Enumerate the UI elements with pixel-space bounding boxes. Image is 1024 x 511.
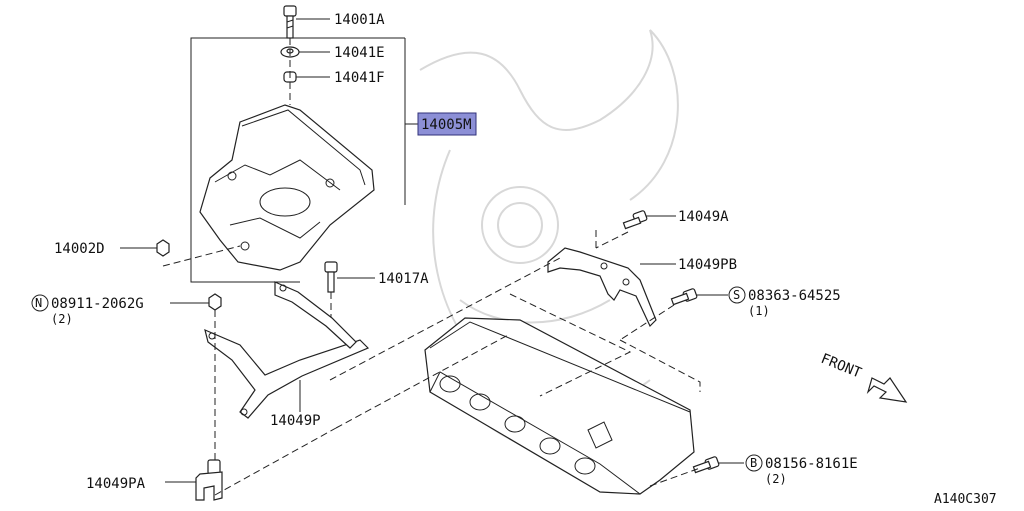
label-14005M-highlight[interactable]: 14005M [417,112,477,136]
label-14002D[interactable]: 14002D [54,241,105,257]
label-08911-2062G-group[interactable]: N 08911-2062G (2) [31,294,144,326]
label-14049PA[interactable]: 14049PA [86,476,146,492]
cylinder-head[interactable] [424,317,695,495]
bolt-08156-8161E[interactable] [692,456,720,474]
assembly-dashed-outline [329,230,701,487]
label-08363-64525[interactable]: 08363-64525 [748,288,841,304]
label-14001A[interactable]: 14001A [334,12,385,28]
diagram-code: A140C307 [934,492,997,507]
label-14041F[interactable]: 14041F [334,70,385,86]
label-14049A[interactable]: 14049A [678,209,729,225]
bracket-14049PB[interactable] [547,247,657,328]
bracket-14049PA[interactable] [195,459,223,501]
label-08156-8161E[interactable]: 08156-8161E [765,456,858,472]
cover-assembly-frame [190,37,405,283]
bolt-14001A[interactable] [283,5,297,39]
front-label: FRONT [819,351,865,382]
bracket-14049P[interactable] [204,281,370,419]
label-14049PB[interactable]: 14049PB [678,257,737,273]
label-14041E[interactable]: 14041E [334,45,385,61]
bolt-08363-64525[interactable] [670,288,698,306]
label-14049P[interactable]: 14049P [270,413,321,429]
prefix-S-badge: S [733,288,740,302]
label-14005M[interactable]: 14005M [421,117,472,133]
bolt-14049A[interactable] [622,210,648,230]
qty-08363-64525: (1) [748,304,770,318]
label-08156-8161E-group[interactable]: B 08156-8161E (2) [745,454,858,486]
front-direction-indicator: FRONT [819,351,908,403]
qty-08156-8161E: (2) [765,472,787,486]
label-14017A[interactable]: 14017A [378,271,429,287]
label-08363-64525-group[interactable]: S 08363-64525 (1) [728,286,841,318]
nut-14002D[interactable] [156,239,170,257]
nut-08911-2062G[interactable] [208,293,222,311]
qty-08911-2062G: (2) [51,312,73,326]
bolt-14017A[interactable] [324,261,338,293]
prefix-B-badge: B [750,456,757,470]
engine-cover-14005M[interactable] [199,104,375,271]
label-08911-2062G[interactable]: 08911-2062G [51,296,144,312]
prefix-N-badge: N [35,296,42,310]
